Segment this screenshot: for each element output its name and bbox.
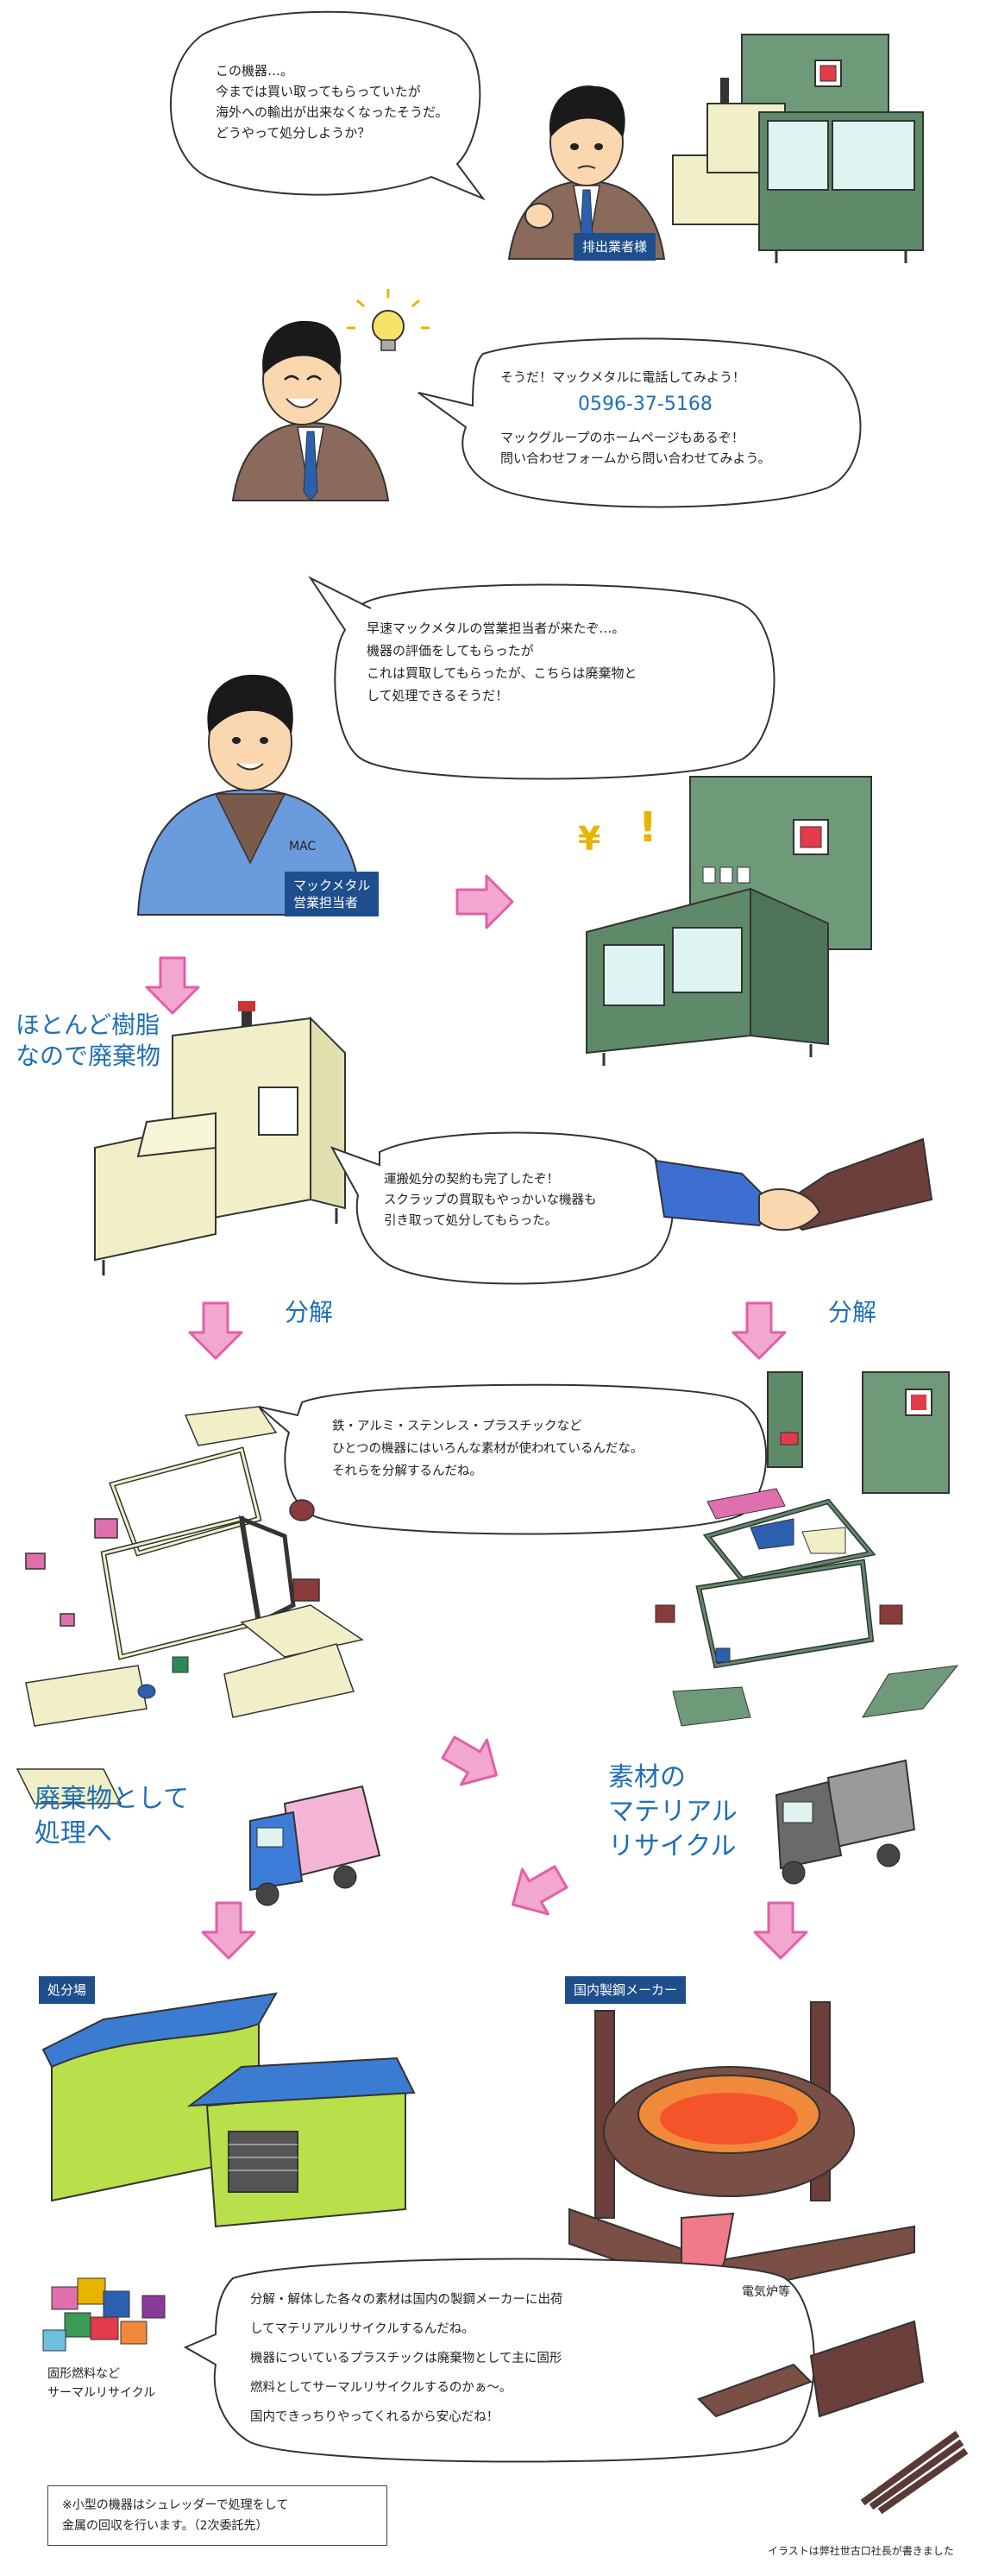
label-mostly-resin: ほとんど樹脂 なので廃棄物 (16, 1011, 161, 1070)
speech-bubble-1 (169, 10, 486, 201)
illustration-credit: イラストは弊社世古口社長が書きました (768, 2545, 954, 2557)
label-material-recycle: 素材の マテリアル リサイクル (608, 1762, 738, 1861)
truck-recycle (775, 1759, 916, 1885)
phone-number: 0596-37-5168 (578, 394, 713, 415)
handshake-icon (654, 1137, 933, 1231)
bubble-6-text: 分解・解体した各々の素材は国内の製鋼メーカーに出荷 してマテリアルリサイクルする… (250, 2293, 563, 2424)
footnote-box: ※小型の機器はシュレッダーで処理をして 金属の回収を行います。（2次委託先） (47, 2485, 387, 2546)
label-disassembly-right: 分解 (828, 1298, 877, 1326)
flow-arrow-diag-right (434, 1723, 511, 1799)
bubble-4-text: 運搬処分の契約も完了したぞ！ スクラップの買取もやっかいな機器も 引き取って処分… (384, 1173, 597, 1228)
bubble-1-text: この機器…。 今までは買い取ってもらっていたが 海外への輸出が出来なくなったそう… (216, 63, 449, 141)
yen-icon: ¥ (578, 820, 600, 858)
svg-text:MAC: MAC (289, 840, 316, 853)
electric-furnace (568, 2001, 915, 2297)
tag-steel-maker: 国内製鋼メーカー (565, 1976, 687, 2004)
disassembled-parts-left (16, 1406, 364, 1804)
label-disassembly-left: 分解 (285, 1298, 334, 1326)
speech-bubble-2 (418, 337, 862, 508)
speech-bubble-3 (308, 576, 775, 780)
steel-products (697, 2320, 969, 2515)
flow-arrow-right-1 (455, 874, 514, 929)
flow-arrow-down-right (731, 1301, 787, 1360)
label-as-waste: 廃棄物として 処理へ (35, 1784, 190, 1849)
exclamation-icon: ! (638, 803, 657, 852)
tag-mac-rep: マックメタル 営業担当者 (285, 872, 380, 916)
bubble-5-text: 鉄・アルミ・ステンレス・プラスチックなど ひとつの機器にはいろんな素材が使われて… (332, 1420, 644, 1478)
flow-arrow-diag-left (499, 1853, 575, 1929)
bubble-2-line-3: マックグループのホームページもあるぞ！ 問い合わせフォームから問い合わせてみよう… (500, 430, 771, 466)
bubble-3-text: 早速マックメタルの営業担当者が来たぞ…。 機器の評価をしてもらったが これは買取… (367, 620, 637, 703)
flow-arrow-down-waste (201, 1901, 256, 1960)
lightbulb-icon (347, 289, 430, 351)
bubble-2-line-1: そうだ！マックメタルに電話してみよう！ (500, 369, 745, 385)
happy-businessman (231, 320, 390, 501)
flow-arrow-down-1 (145, 956, 200, 1015)
speech-bubble-4 (330, 1131, 674, 1285)
disposal-building (41, 1992, 416, 2228)
solid-fuel-pile (42, 2277, 166, 2352)
caption-electric-furnace: 電気炉等 (742, 2285, 790, 2299)
tag-disposal-site: 処分場 (39, 1976, 96, 2004)
flow-arrow-down-recycle (753, 1901, 808, 1960)
truck-waste (249, 1785, 381, 1906)
green-machine-large (586, 776, 872, 1066)
machines-top (672, 34, 924, 263)
caption-solid-fuel: 固形燃料など サーマルリサイクル (47, 2367, 156, 2400)
cream-machine (94, 1001, 346, 1275)
speech-bubble-6 (183, 2258, 815, 2463)
tag-discharger: 排出業者様 (574, 233, 656, 261)
flow-arrow-down-left (188, 1301, 243, 1360)
disassembled-parts-right (655, 1371, 959, 1727)
